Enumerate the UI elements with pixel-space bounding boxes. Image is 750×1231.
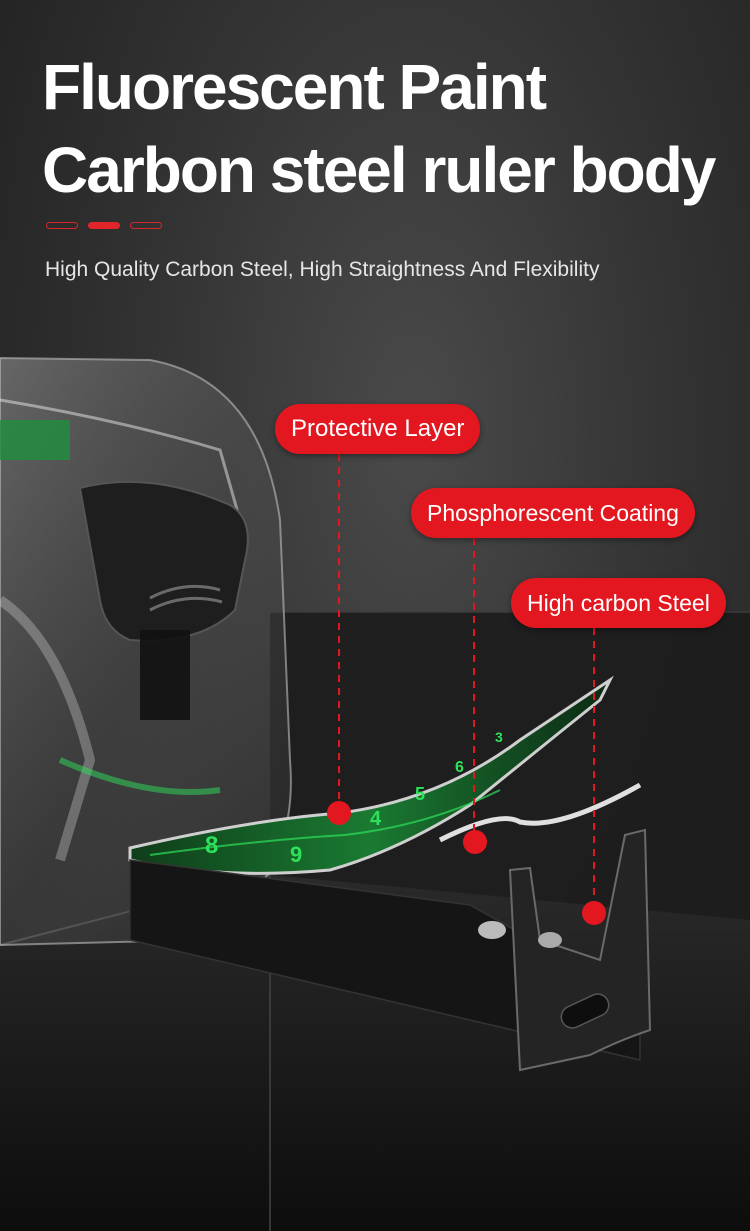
indicator-dash: [130, 222, 162, 229]
headline-line-2: Carbon steel ruler body: [42, 134, 716, 206]
tape-digit: 4: [370, 808, 382, 830]
tape-digit: 9: [290, 842, 302, 867]
indicator-dash: [46, 222, 78, 229]
end-hook: [478, 828, 652, 1072]
marker-dot-steel: [582, 901, 606, 925]
subtitle: High Quality Carbon Steel, High Straight…: [45, 258, 600, 281]
callout-protective-layer: Protective Layer: [275, 404, 481, 454]
tape-digit: 6: [455, 759, 464, 776]
tape-digit: 8: [205, 832, 218, 859]
tape-digit: 5: [415, 784, 425, 804]
headline-line-1: Fluorescent Paint: [42, 51, 547, 123]
callout-high-carbon-steel: High carbon Steel: [511, 578, 726, 628]
marker-dot-protective: [327, 801, 351, 825]
lock-button: [78, 480, 249, 720]
indicator-dash-active: [88, 222, 120, 229]
steel-tape-blade: 8 9 4 5 6 3: [128, 675, 642, 875]
callout-phosphorescent-coating: Phosphorescent Coating: [411, 488, 695, 538]
slide-indicator: [46, 222, 162, 229]
tape-digit: 3: [495, 729, 503, 745]
marker-dot-phosphorescent: [463, 830, 487, 854]
